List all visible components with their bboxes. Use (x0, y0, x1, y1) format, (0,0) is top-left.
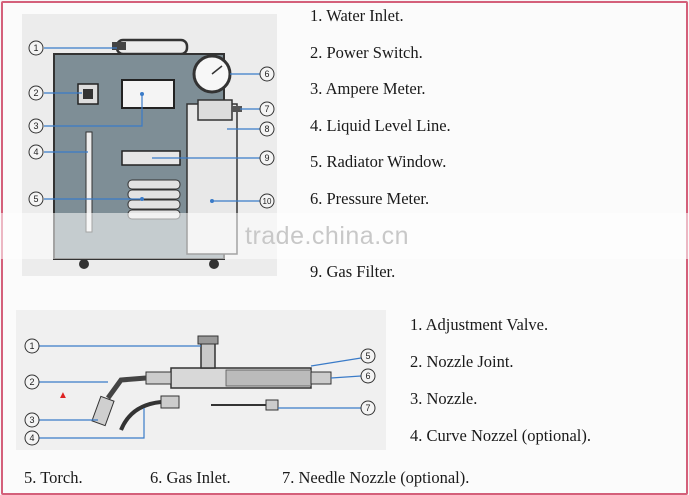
callout-2: 2 (28, 85, 44, 101)
torch-callout-1: 1 (24, 338, 40, 354)
label-liquid-level-line: 4. Liquid Level Line. (310, 116, 451, 135)
callout-1: 1 (28, 40, 44, 56)
torch-callout-5: 5 (360, 348, 376, 364)
torch-callout-2: 2 (24, 374, 40, 390)
svg-text:6: 6 (264, 69, 269, 79)
label-power-switch: 2. Power Switch. (310, 43, 423, 62)
svg-text:1: 1 (33, 43, 38, 53)
svg-text:2: 2 (33, 88, 38, 98)
label-torch: 5. Torch. (24, 468, 83, 487)
svg-text:5: 5 (33, 194, 38, 204)
label-nozzle: 3. Nozzle. (410, 389, 478, 408)
label-gas-inlet: 6. Gas Inlet. (150, 468, 231, 487)
callout-9: 9 (259, 150, 275, 166)
torch-callout-3: 3 (24, 412, 40, 428)
svg-text:6: 6 (365, 371, 370, 381)
label-ampere-meter: 3. Ampere Meter. (310, 79, 426, 98)
label-nozzle-joint: 2. Nozzle Joint. (410, 352, 514, 371)
svg-text:1: 1 (29, 341, 34, 351)
torch-callout-4: 4 (24, 430, 40, 446)
svg-text:2: 2 (29, 377, 34, 387)
label-adjustment-valve: 1. Adjustment Valve. (410, 315, 549, 334)
svg-text:5: 5 (365, 351, 370, 361)
svg-text:4: 4 (29, 433, 34, 443)
machine-callouts: 1 2 3 4 5 6 7 8 9 10 (28, 40, 275, 209)
svg-text:7: 7 (264, 104, 269, 114)
torch-callout-7: 7 (360, 400, 376, 416)
callout-6: 6 (259, 66, 275, 82)
svg-text:4: 4 (33, 147, 38, 157)
svg-text:▲: ▲ (58, 390, 68, 401)
label-pressure-meter: 6. Pressure Meter. (310, 189, 430, 208)
label-radiator-window: 5. Radiator Window. (310, 152, 447, 171)
svg-text:3: 3 (33, 121, 38, 131)
callout-7: 7 (259, 101, 275, 117)
svg-text:8: 8 (264, 124, 269, 134)
callout-5: 5 (28, 191, 44, 207)
watermark-text: trade.china.cn (245, 222, 410, 250)
svg-text:7: 7 (365, 403, 370, 413)
callout-10: 10 (259, 193, 275, 209)
torch-diagram: ▲ 1 2 3 4 5 6 7 (24, 335, 376, 446)
svg-text:10: 10 (263, 197, 272, 206)
callout-3: 3 (28, 118, 44, 134)
svg-text:9: 9 (264, 153, 269, 163)
label-water-inlet: 1. Water Inlet. (310, 6, 404, 25)
callout-8: 8 (259, 121, 275, 137)
label-gas-filter: 9. Gas Filter. (310, 262, 396, 281)
svg-text:3: 3 (29, 415, 34, 425)
callout-4: 4 (28, 144, 44, 160)
label-curve-nozzle: 4. Curve Nozzel (optional). (410, 426, 591, 445)
torch-callout-6: 6 (360, 368, 376, 384)
label-needle-nozzle: 7. Needle Nozzle (optional). (282, 468, 470, 487)
